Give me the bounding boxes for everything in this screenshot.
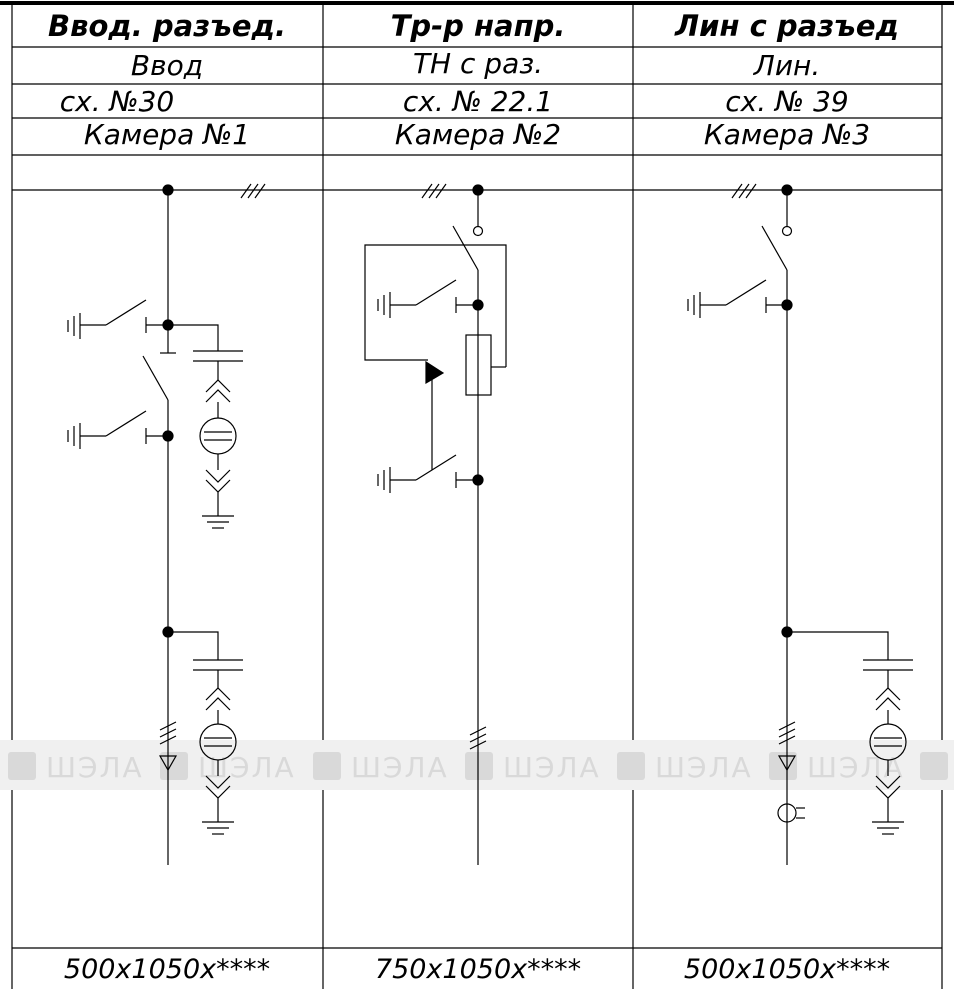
column-3-dimensions: 500x1050x**** — [684, 954, 890, 985]
column-1-circuit — [67, 184, 243, 865]
watermark-logo-icon — [617, 752, 645, 780]
three-phase-cable-mark-icon — [159, 721, 177, 745]
earthing-switch-1 — [377, 279, 484, 318]
disconnector-blade — [761, 225, 788, 271]
watermark-logo-icon — [465, 752, 493, 780]
column-2-title: Тр-р напр. — [391, 9, 566, 43]
surge-arrester-icon — [158, 755, 178, 772]
three-phase-mark-icon — [421, 183, 447, 199]
junction-dot — [472, 299, 484, 311]
three-phase-mark-icon — [731, 183, 757, 199]
watermark-text: ШЭЛА — [807, 751, 905, 784]
column-2-circuit — [364, 184, 507, 865]
column-1-function: Ввод — [131, 49, 203, 82]
column-3-function: Лин. — [753, 49, 820, 82]
watermark-logo-icon — [920, 752, 948, 780]
three-phase-cable-mark-icon — [778, 721, 796, 745]
header-text: Ввод. разъед. Тр-р напр. Лин с разъед Вв… — [48, 9, 899, 985]
watermark-text: ШЭЛА — [503, 751, 601, 784]
disconnector-blade — [142, 355, 169, 401]
voltage-indicator-branch-1 — [168, 324, 243, 529]
disconnector-contact — [781, 225, 793, 237]
column-1-scheme: сх. №30 — [60, 85, 175, 118]
watermark-logo-icon — [769, 752, 797, 780]
column-2-chamber: Камера №2 — [395, 118, 561, 151]
three-phase-mark-icon — [240, 183, 266, 199]
earthing-switch-2 — [377, 454, 484, 493]
column-2-scheme: сх. № 22.1 — [403, 85, 553, 118]
column-3-circuit — [687, 184, 913, 865]
watermark-logo-icon — [313, 752, 341, 780]
interlock-arrow-icon — [425, 360, 445, 385]
column-2-function: ТН с раз. — [413, 47, 543, 80]
watermark-text: ШЭЛА — [351, 751, 449, 784]
column-3-scheme: сх. № 39 — [725, 85, 848, 118]
column-2-dimensions: 750x1050x**** — [375, 954, 581, 985]
disconnector-contact — [472, 225, 484, 237]
watermark-logo-icon — [160, 752, 188, 780]
watermark-text: ШЭЛА — [198, 751, 296, 784]
earthing-switch-1 — [67, 299, 174, 339]
column-1-title: Ввод. разъед. — [48, 9, 286, 43]
junction-dot — [472, 474, 484, 486]
junction-dot — [162, 430, 174, 442]
surge-arrester-icon — [777, 755, 797, 772]
voltage-indicator-branch-2 — [162, 626, 243, 835]
column-1-dimensions: 500x1050x**** — [64, 954, 270, 985]
current-transformer-icon — [777, 803, 805, 823]
watermark-text: ШЭЛА — [655, 751, 753, 784]
voltage-indicator-branch — [781, 626, 913, 835]
watermark-logo-icon — [8, 752, 36, 780]
disconnector-blade — [452, 225, 479, 271]
interlock-link — [364, 244, 507, 367]
column-3-title: Лин с разъед — [674, 9, 899, 43]
column-1-chamber: Камера №1 — [84, 118, 250, 151]
earthing-switch-1 — [687, 279, 793, 318]
earthing-switch-2 — [67, 410, 174, 449]
watermark-band: ШЭЛА ШЭЛА ШЭЛА ШЭЛА ШЭЛА ШЭЛА — [0, 740, 954, 790]
junction-dot — [781, 299, 793, 311]
three-phase-cable-mark-icon — [469, 726, 487, 750]
column-3-chamber: Камера №3 — [704, 118, 870, 151]
watermark-text: ШЭЛА — [46, 751, 144, 784]
